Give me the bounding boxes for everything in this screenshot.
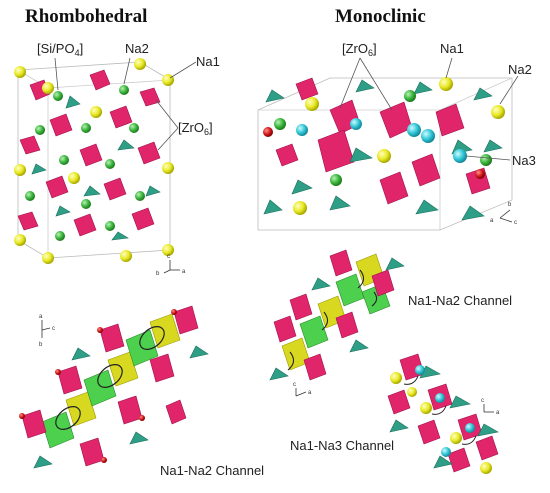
na2-label-left: Na2: [125, 41, 149, 56]
mono-axis-c: c: [514, 220, 517, 226]
channel-label-right-bottom: Na1-Na3 Channel: [290, 438, 395, 453]
na1-label-left: Na1: [196, 54, 220, 69]
monoclinic-heading: Monoclinic: [335, 6, 426, 27]
rh-ch-axis-c: c: [52, 326, 55, 332]
rhombohedral-structure: c a b: [14, 57, 197, 277]
mono-ch2-axis-a: a: [496, 410, 500, 416]
na1-label-right: Na1: [440, 41, 464, 56]
rh-axis-b: b: [156, 271, 160, 277]
zro6-label-right: [ZrO6]: [342, 41, 377, 58]
rh-axis-c: c: [167, 254, 170, 260]
channel-label-right-top: Na1-Na2 Channel: [408, 293, 513, 308]
rh-ch-axis-b: b: [39, 342, 43, 348]
na3-label-right: Na3: [512, 153, 536, 168]
na2-label-right: Na2: [508, 62, 532, 77]
monoclinic-structure: a b c: [257, 57, 519, 231]
mono-ch-axis-a: a: [308, 390, 312, 396]
channel-label-left-bottom: Na1-Na2 Channel: [160, 463, 265, 478]
rh-ch-axis-a: a: [39, 314, 43, 320]
rh-axis-a: a: [182, 269, 186, 275]
rhombohedral-heading: Rhombohedral: [25, 6, 148, 27]
mono-axis-a: a: [490, 218, 494, 224]
si-po4-label: [Si/PO4]: [37, 41, 84, 58]
monoclinic-na1-na3-channel: c a: [387, 353, 500, 474]
mono-axis-b: b: [508, 202, 512, 208]
rhombohedral-na1-na2-channel: a c b: [19, 305, 209, 469]
monoclinic-na1-na2-channel: a c: [269, 249, 405, 397]
mono-ch-axis-c: c: [293, 382, 296, 388]
zro6-label-left: [ZrO6]: [178, 120, 213, 137]
mono-ch2-axis-c: c: [481, 398, 484, 404]
